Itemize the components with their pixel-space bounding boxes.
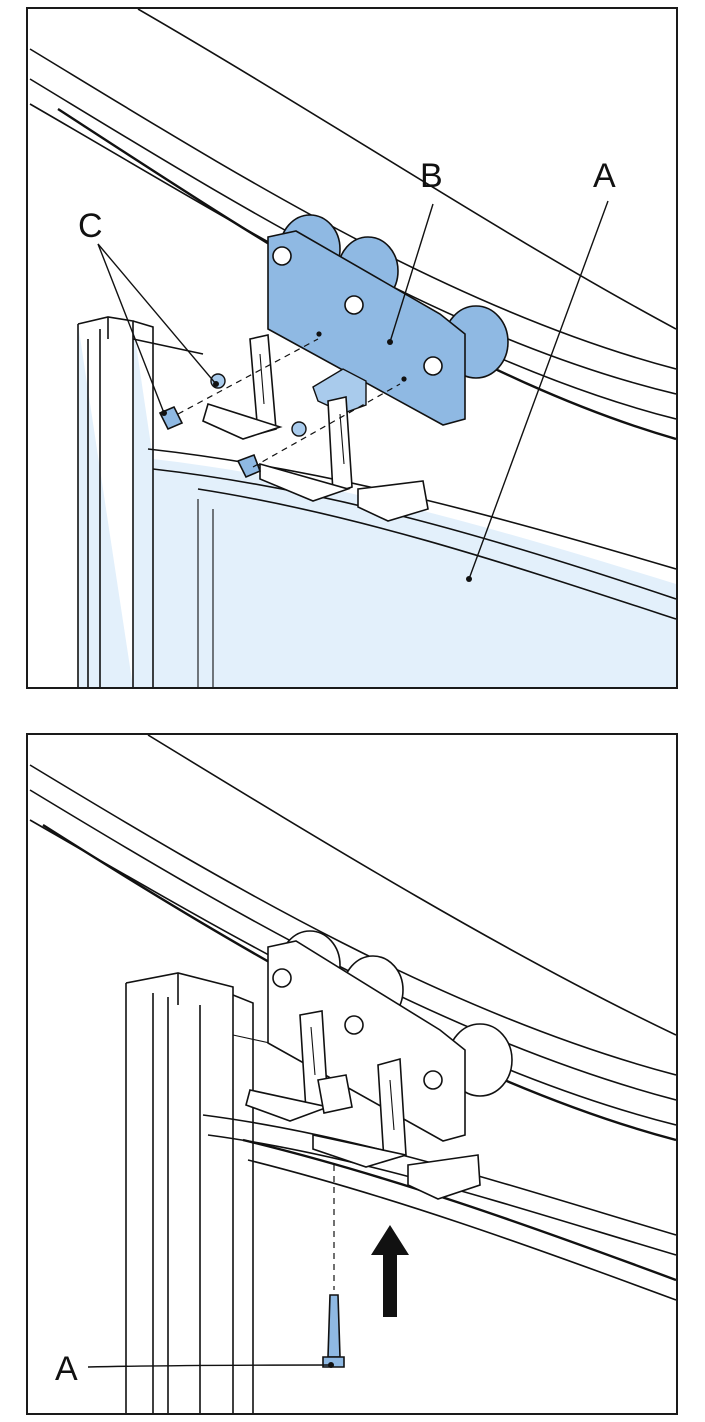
- up-arrow-icon: [371, 1225, 409, 1317]
- mounting-brackets: [245, 1010, 481, 1200]
- callout-c: C: [78, 207, 103, 245]
- door-frame-profile: [125, 972, 289, 1413]
- door-frame-profile: [77, 316, 214, 687]
- top-assembly-panel: B A C: [26, 7, 678, 689]
- bottom-assembly-panel: A: [26, 733, 678, 1415]
- callout-leaders: [97, 200, 609, 582]
- callout-leader: [87, 1364, 332, 1368]
- bottom-assembly-drawing: A: [29, 735, 676, 1413]
- top-assembly-drawing: B A C: [29, 9, 676, 687]
- callout-a: A: [593, 157, 616, 195]
- callout-b: B: [420, 157, 443, 195]
- roller-carriage: [267, 214, 509, 426]
- callout-a: A: [55, 1350, 78, 1388]
- roller-carriage: [267, 930, 513, 1142]
- assembly-lines: [177, 338, 401, 468]
- bolt: [322, 1294, 345, 1368]
